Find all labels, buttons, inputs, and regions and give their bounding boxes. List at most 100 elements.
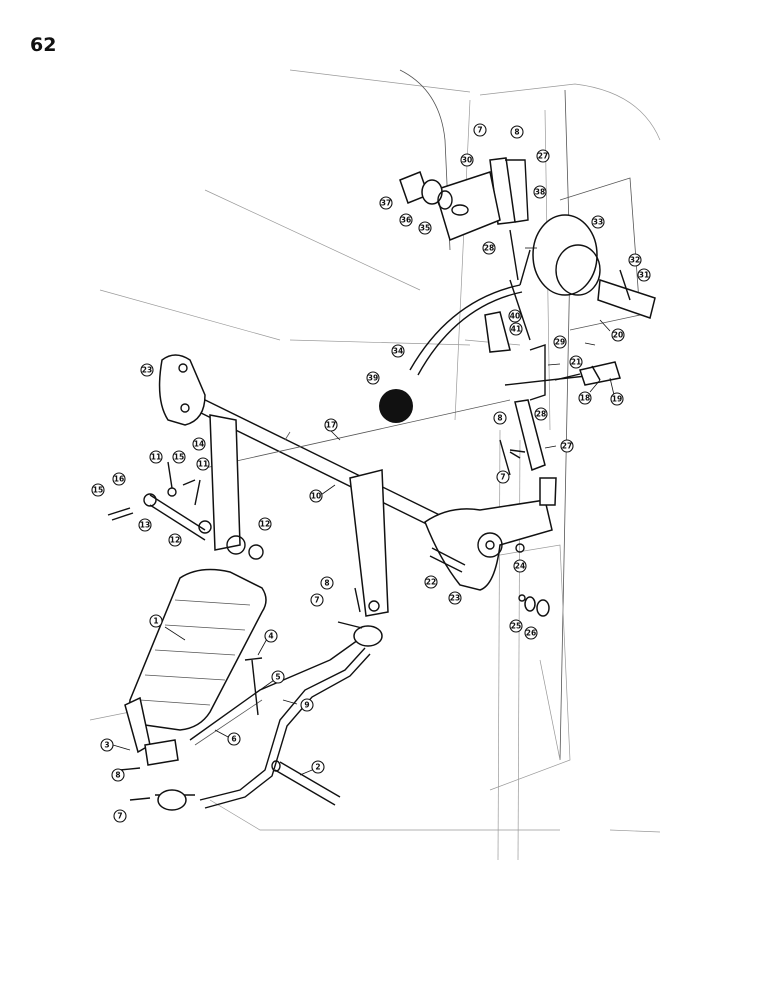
svg-text:2: 2: [315, 763, 320, 772]
svg-text:25: 25: [511, 622, 521, 631]
svg-text:16: 16: [114, 475, 124, 484]
svg-text:17: 17: [326, 421, 336, 430]
svg-text:11: 11: [151, 453, 161, 462]
svg-text:10: 10: [311, 492, 321, 501]
svg-text:38: 38: [535, 188, 545, 197]
svg-text:13: 13: [140, 521, 150, 530]
svg-text:32: 32: [630, 256, 640, 265]
callout-10: 10: [309, 489, 323, 503]
shift-lever: [379, 249, 531, 423]
callout-7-d: 7: [113, 809, 127, 823]
callout-17: 17: [324, 418, 338, 432]
svg-text:28: 28: [536, 410, 546, 419]
lower-right-fasteners: [499, 439, 550, 617]
svg-text:36: 36: [401, 216, 411, 225]
callout-14: 14: [192, 437, 206, 451]
svg-text:28: 28: [484, 244, 494, 253]
left-lever-arm: [209, 414, 264, 560]
callout-8-b: 8: [493, 411, 507, 425]
svg-text:7: 7: [500, 473, 505, 482]
svg-text:8: 8: [115, 771, 120, 780]
callout-29: 29: [553, 335, 567, 349]
callout-28-b: 28: [534, 407, 548, 421]
callout-26: 26: [524, 626, 538, 640]
svg-text:15: 15: [93, 486, 103, 495]
svg-text:11: 11: [198, 460, 208, 469]
part-callouts: 1 2 3 4 5 6 7 7 7 7 8 8 8 8 9 10 11 11 1…: [91, 123, 651, 823]
callout-19: 19: [610, 392, 624, 406]
svg-text:31: 31: [639, 271, 649, 280]
svg-text:30: 30: [462, 156, 472, 165]
callout-4: 4: [264, 629, 278, 643]
callout-30: 30: [460, 153, 474, 167]
callout-2: 2: [311, 760, 325, 774]
svg-text:7: 7: [477, 126, 482, 135]
svg-text:15: 15: [174, 453, 184, 462]
callout-8-d: 8: [111, 768, 125, 782]
callout-13: 13: [138, 518, 152, 532]
top-clevis-assembly: [399, 157, 656, 353]
callout-28-a: 28: [482, 241, 496, 255]
svg-text:20: 20: [613, 331, 623, 340]
center-lever-arm: [349, 469, 389, 617]
svg-text:33: 33: [593, 218, 603, 227]
callout-41: 41: [509, 322, 523, 336]
upper-linkage: [504, 279, 621, 472]
callout-7-b: 7: [496, 470, 510, 484]
svg-text:12: 12: [260, 520, 270, 529]
svg-text:37: 37: [381, 199, 391, 208]
callout-27-b: 27: [560, 439, 574, 453]
svg-text:19: 19: [612, 395, 622, 404]
callout-12-a: 12: [168, 533, 182, 547]
svg-text:34: 34: [393, 347, 403, 356]
svg-text:1: 1: [153, 617, 158, 626]
callout-21: 21: [569, 355, 583, 369]
left-pin-group: [107, 461, 212, 541]
callout-31: 31: [637, 268, 651, 282]
callout-23-b: 23: [448, 591, 462, 605]
svg-text:8: 8: [324, 579, 329, 588]
callout-15-a: 15: [172, 450, 186, 464]
svg-text:21: 21: [571, 358, 581, 367]
callout-5: 5: [271, 670, 285, 684]
svg-text:6: 6: [231, 735, 236, 744]
svg-text:7: 7: [117, 812, 122, 821]
callout-15-b: 15: [91, 483, 105, 497]
callout-8-a: 8: [510, 125, 524, 139]
svg-text:8: 8: [497, 414, 502, 423]
svg-text:24: 24: [515, 562, 525, 571]
svg-text:35: 35: [420, 224, 430, 233]
callout-40: 40: [508, 309, 522, 323]
callout-8-c: 8: [320, 576, 334, 590]
callout-33: 33: [591, 215, 605, 229]
callout-25: 25: [509, 619, 523, 633]
svg-text:12: 12: [170, 536, 180, 545]
svg-text:5: 5: [275, 673, 280, 682]
callout-3: 3: [100, 738, 114, 752]
callout-11-b: 11: [196, 457, 210, 471]
svg-text:3: 3: [104, 741, 109, 750]
left-bracket: [158, 354, 206, 426]
callout-34: 34: [391, 344, 405, 358]
lever-knob: [379, 389, 413, 423]
callout-32: 32: [628, 253, 642, 267]
callout-7-c: 7: [310, 593, 324, 607]
svg-text:41: 41: [511, 325, 521, 334]
callout-38: 38: [533, 185, 547, 199]
svg-text:22: 22: [426, 578, 436, 587]
pedal-linkage: [119, 587, 383, 811]
svg-text:39: 39: [368, 374, 378, 383]
callout-24: 24: [513, 559, 527, 573]
right-bracket: [424, 477, 557, 591]
callout-12-b: 12: [258, 517, 272, 531]
svg-text:29: 29: [555, 338, 565, 347]
svg-text:8: 8: [514, 128, 519, 137]
callout-27-a: 27: [536, 149, 550, 163]
svg-text:27: 27: [538, 152, 548, 161]
callout-39: 39: [366, 371, 380, 385]
callout-36: 36: [399, 213, 413, 227]
svg-text:7: 7: [314, 596, 319, 605]
page-number: 62: [30, 34, 57, 56]
